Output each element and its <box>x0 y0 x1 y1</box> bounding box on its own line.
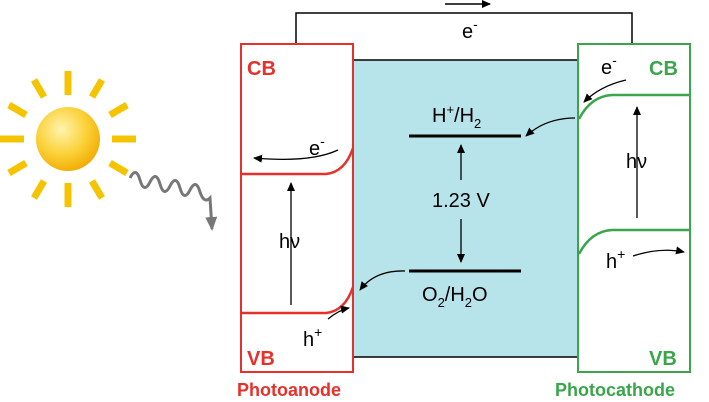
photocathode-electron-label: e- <box>601 52 617 79</box>
photoanode-electron-label: e- <box>309 133 325 160</box>
photocathode-vb-label: VB <box>649 348 677 370</box>
photoanode-hole-label: h+ <box>303 324 322 351</box>
photocathode-hole-label: h+ <box>606 246 625 273</box>
photoanode-electron-arrow <box>253 149 339 163</box>
photocathode: CB VB hν e- h+ Photocathode <box>555 43 691 400</box>
external-circuit-wire <box>295 12 633 44</box>
photocathode-electron-arrow <box>583 79 627 103</box>
photoanode-vb-label: VB <box>247 348 275 370</box>
photocathode-vb-edge <box>577 228 689 255</box>
photocathode-cb-label: CB <box>649 58 678 80</box>
electrolyte-region <box>354 60 578 357</box>
photocathode-hole-arrow <box>632 246 685 257</box>
cathode-to-h2-electron-arrow <box>525 117 576 137</box>
sun-rays <box>0 71 136 207</box>
o2-couple-label: O2/H2O <box>422 284 488 310</box>
photocathode-hv-label: hν <box>626 151 647 173</box>
h2-couple-label: H+/H2 <box>432 102 481 131</box>
photocathode-cb-edge <box>577 93 689 120</box>
sun-disc <box>36 107 100 171</box>
light-wave-arrow <box>128 171 218 231</box>
photoanode-hv-label: hν <box>279 231 300 253</box>
photocathode-name: Photocathode <box>555 380 675 400</box>
photoanode-name: Photoanode <box>237 380 341 400</box>
photoanode-cb-edge <box>242 147 355 176</box>
photoanode-hole-arrow <box>327 305 350 320</box>
photoanode-cb-label: CB <box>247 58 276 80</box>
circuit-electron-label: e- <box>462 16 478 43</box>
sun-icon <box>0 71 136 207</box>
photoanode-box <box>240 43 354 373</box>
o2-to-anode-hole-arrow <box>359 270 406 291</box>
photoanode: CB VB hν e- h+ Photoanode <box>237 43 355 400</box>
potential-label: 1.23 V <box>432 190 490 212</box>
